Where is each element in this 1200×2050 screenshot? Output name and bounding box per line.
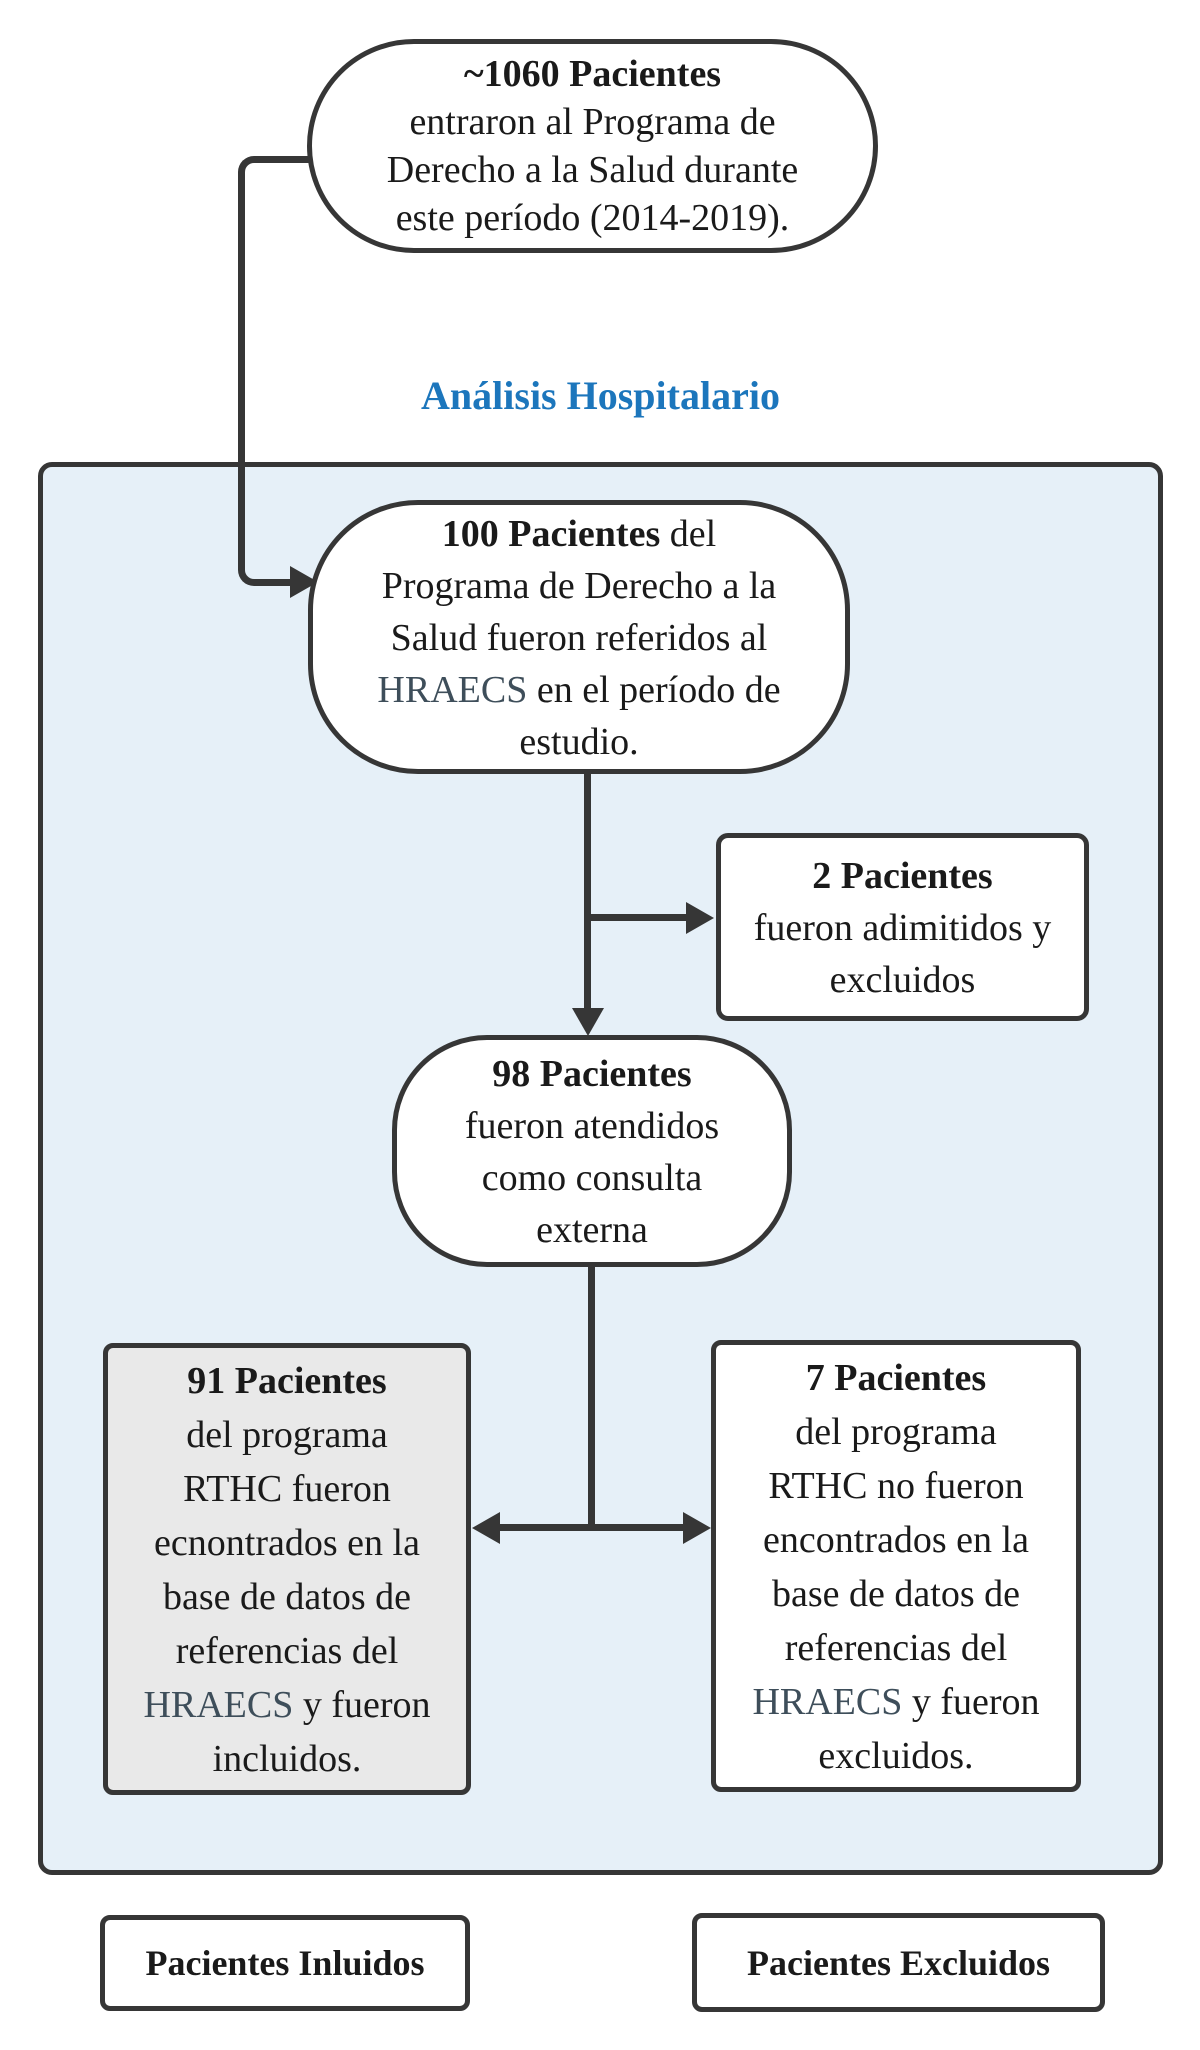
entry-count-text: ~1060 Pacientes: [463, 53, 722, 95]
arrowhead-split-to-excluded: [683, 1512, 711, 1544]
legend-included-label: Pacientes Inluidos: [145, 1943, 425, 1983]
included-line: base de datos de: [163, 1576, 411, 1618]
included-line: RTHC fueron: [183, 1468, 391, 1510]
arrowhead-split-to-included: [472, 1512, 500, 1544]
admitted-count-text: 2 Pacientes: [812, 855, 993, 897]
hraecs-label: HRAECS: [143, 1684, 294, 1726]
excluded-line: HRAECS y fueron: [716, 1675, 1076, 1729]
node-admitted-excluded: 2 Pacientes fueron adimitidos y excluido…: [716, 833, 1089, 1021]
referred-line: estudio.: [519, 721, 639, 763]
excluded-line-rest: y fueron: [902, 1681, 1040, 1723]
entry-line: entraron al Programa de: [409, 101, 776, 143]
node-referred: 100 Pacientes del Programa de Derecho a …: [308, 500, 850, 774]
excluded-line: base de datos de: [772, 1573, 1020, 1615]
node-included: 91 Pacientes del programa RTHC fueron ec…: [103, 1343, 471, 1795]
outpatient-line: fueron atendidos: [464, 1105, 720, 1147]
referred-count-text: 100 Pacientes: [441, 513, 661, 555]
arrowhead-referred-to-outpatient: [572, 1008, 604, 1036]
excluded-count: 7 Pacientes: [716, 1351, 1076, 1405]
outpatient-count: 98 Pacientes: [397, 1048, 787, 1100]
arrowhead-branch-to-admitted: [686, 902, 714, 934]
legend-excluded-label: Pacientes Excluidos: [747, 1942, 1050, 1983]
included-count-text: 91 Pacientes: [187, 1360, 387, 1402]
included-count: 91 Pacientes: [108, 1354, 466, 1408]
excluded-line: referencias del: [784, 1627, 1008, 1669]
outpatient-count-text: 98 Pacientes: [492, 1053, 692, 1095]
included-line: incluidos.: [212, 1738, 362, 1780]
excluded-count-text: 7 Pacientes: [805, 1357, 987, 1399]
node-entry: ~1060 Pacientes entraron al Programa de …: [307, 39, 878, 253]
entry-line: Derecho a la Salud durante: [386, 149, 799, 191]
referred-line-rest: en el período de: [527, 669, 781, 711]
arrow-branch-to-admitted: [588, 914, 686, 921]
excluded-line: del programa: [795, 1411, 997, 1453]
entry-line: este período (2014-2019).: [395, 197, 790, 239]
referred-line-rest: del: [660, 513, 717, 555]
included-line: referencias del: [175, 1630, 399, 1672]
outpatient-line: externa: [536, 1209, 648, 1251]
hraecs-label: HRAECS: [752, 1681, 903, 1723]
referred-line: 100 Pacientes del: [313, 508, 845, 560]
referred-line: Salud fueron referidos al: [390, 617, 768, 659]
node-not-found-excluded: 7 Pacientes del programa RTHC no fueron …: [711, 1340, 1081, 1792]
included-line: del programa: [186, 1414, 388, 1456]
referred-line: HRAECS en el período de: [313, 664, 845, 716]
arrow-entry-to-referred: [238, 156, 312, 586]
arrow-referred-to-outpatient: [584, 772, 591, 1010]
admitted-line: fueron adimitidos y: [753, 907, 1052, 949]
excluded-line: excluidos.: [818, 1735, 974, 1777]
entry-count: ~1060 Pacientes: [312, 50, 873, 98]
section-title: Análisis Hospitalario: [421, 373, 780, 418]
legend-excluded: Pacientes Excluidos: [692, 1913, 1105, 2012]
included-line-rest: y fueron: [293, 1684, 431, 1726]
excluded-line: encontrados en la: [763, 1519, 1029, 1561]
admitted-line: excluidos: [829, 959, 976, 1001]
hraecs-label: HRAECS: [377, 669, 528, 711]
included-line: HRAECS y fueron: [108, 1678, 466, 1732]
referred-line: Programa de Derecho a la: [381, 565, 777, 607]
legend-included: Pacientes Inluidos: [100, 1915, 470, 2011]
arrow-outpatient-split-bar: [498, 1524, 688, 1531]
included-line: ecnontrados en la: [154, 1522, 420, 1564]
admitted-count: 2 Pacientes: [721, 850, 1084, 902]
arrow-outpatient-split-stem: [588, 1265, 595, 1531]
outpatient-line: como consulta: [481, 1157, 703, 1199]
node-outpatient: 98 Pacientes fueron atendidos como consu…: [392, 1035, 792, 1267]
excluded-line: RTHC no fueron: [768, 1465, 1024, 1507]
